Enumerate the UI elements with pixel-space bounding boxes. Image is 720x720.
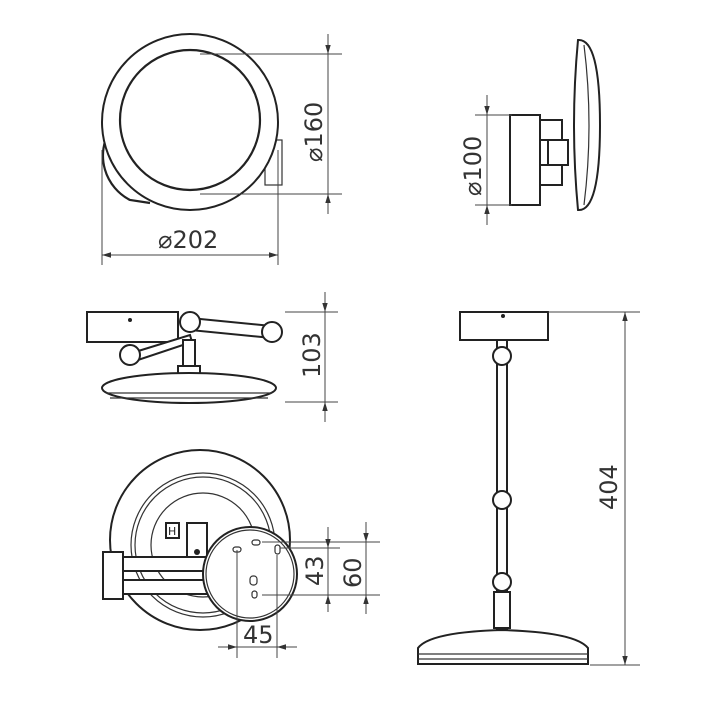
dimension-label-160: ⌀160	[300, 102, 328, 162]
dimension-label-43: 43	[301, 555, 329, 586]
view-back: H 43 60 45	[102, 449, 380, 658]
switch-label: H	[168, 525, 176, 538]
dimension-label-100: ⌀100	[459, 136, 487, 196]
view-side: ⌀100	[459, 39, 602, 225]
dimension-label-404: 404	[595, 464, 623, 510]
dimension-label-45: 45	[243, 621, 274, 649]
view-top-folded: 103	[86, 292, 338, 422]
view-front-mirror: ⌀202 ⌀160	[101, 33, 342, 265]
dimension-label-103: 103	[298, 332, 326, 378]
dimension-label-60: 60	[339, 557, 367, 588]
view-extended: 404	[417, 311, 640, 666]
dimension-label-202: ⌀202	[158, 226, 218, 254]
